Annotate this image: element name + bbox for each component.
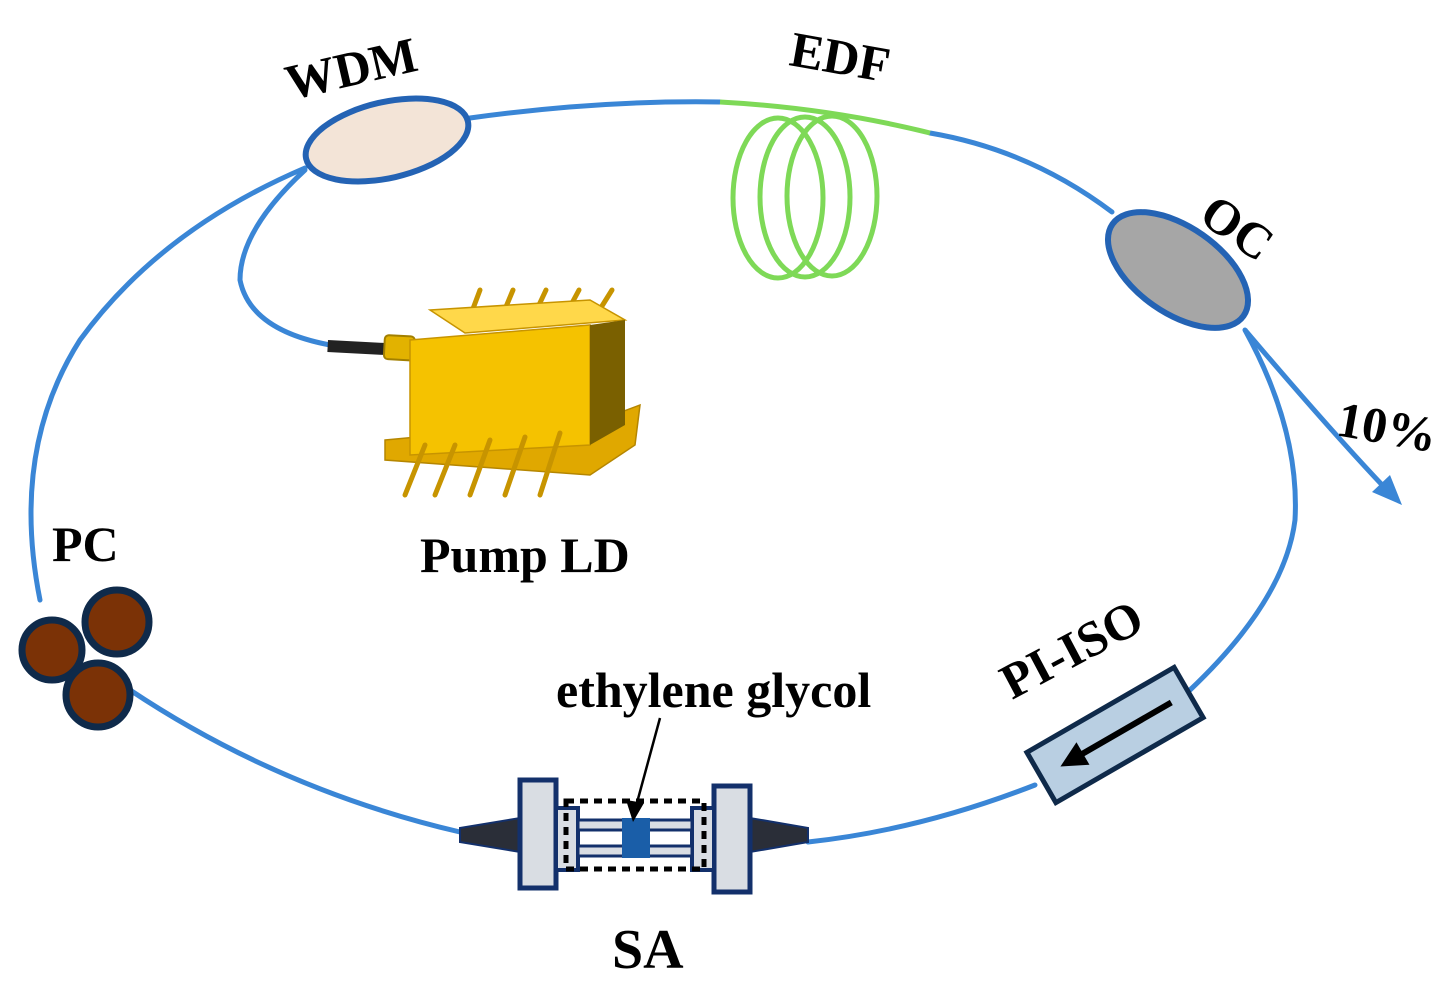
oc-coupler [1104,209,1252,331]
output-branch [1243,328,1402,505]
pointer-arrow-icon [626,800,644,822]
pump-ld [327,287,641,498]
label-pump-ld: Pump LD [420,527,630,583]
isolator-direction-arrow-icon [1074,699,1173,761]
edf-coil [719,99,931,281]
output-arrow-icon [1372,475,1402,505]
polarization-controller [18,586,153,731]
pi-isolator [1023,663,1207,807]
label-ethylene-glycol: ethylene glycol [556,662,871,718]
ethylene-glycol-medium [622,818,650,858]
fiber-ring [28,99,1298,845]
medium-pointer [626,717,662,822]
saturable-absorber [459,777,809,895]
wdm-coupler [302,95,472,185]
label-sa: SA [612,919,684,981]
label-edf: EDF [786,21,894,94]
label-pc: PC [52,516,119,572]
